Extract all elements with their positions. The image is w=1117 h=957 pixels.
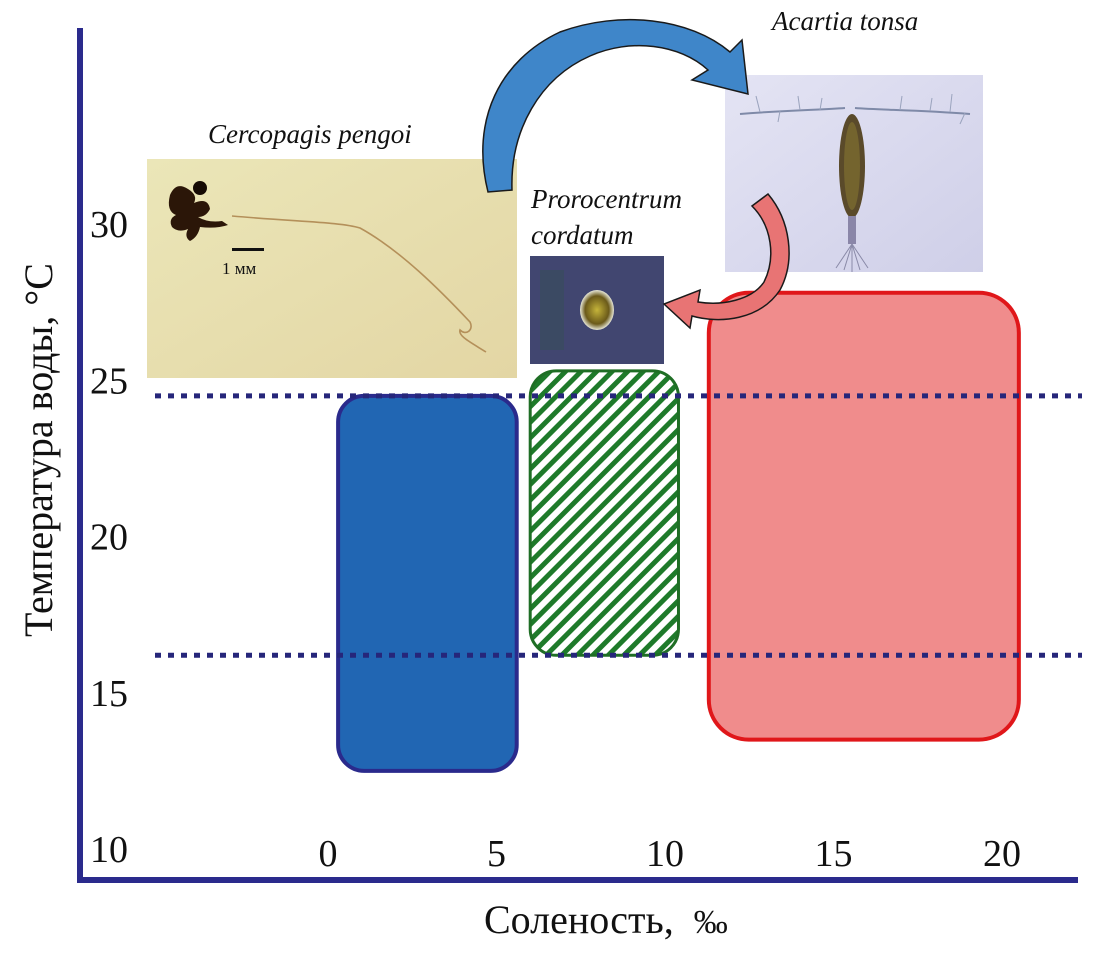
prorocentrum-photo	[530, 256, 664, 364]
x-tick-label: 0	[319, 833, 338, 875]
x-tick-label: 10	[646, 833, 684, 875]
range-box-cercopagis-pengoi	[336, 393, 519, 773]
label-cordatum: cordatum	[531, 220, 634, 250]
scale-bar	[232, 248, 264, 251]
x-tick-label: 5	[487, 833, 506, 875]
x-axis-title-unit: ‰	[694, 904, 728, 941]
range-box-acartia-tonsa	[706, 290, 1021, 742]
acartia-photo	[725, 75, 983, 272]
cercopagis-organism-image	[168, 181, 487, 353]
range-box-prorocentrum-cordatum	[528, 369, 680, 657]
arrow-acartia-to-prorocentrum	[662, 192, 790, 330]
y-tick-label: 25	[90, 360, 128, 402]
label-acartia-tonsa: Acartia tonsa	[770, 6, 918, 36]
y-tick-label: 15	[90, 673, 128, 715]
label-cercopagis-pengoi: Cercopagis pengoi	[208, 119, 412, 149]
label-prorocentrum: Prorocentrum	[530, 184, 682, 214]
cercopagis-photo: 1 мм	[147, 159, 517, 378]
y-tick-label: 10	[90, 829, 128, 871]
y-tick-label: 20	[90, 517, 128, 559]
acartia-organism-image	[739, 93, 971, 272]
x-axis-title: Соленость, ‰	[484, 897, 728, 942]
y-tick-label: 30	[90, 204, 128, 246]
y-axis-title: Температура воды, °C	[16, 263, 61, 637]
scale-bar-label: 1 мм	[222, 259, 257, 278]
x-tick-label: 15	[815, 833, 853, 875]
arrow-cercopagis-to-acartia	[482, 18, 749, 193]
prorocentrum-cell-image	[580, 290, 614, 330]
x-tick-label: 20	[983, 833, 1021, 875]
x-axis-title-text: Соленость,	[484, 897, 674, 942]
